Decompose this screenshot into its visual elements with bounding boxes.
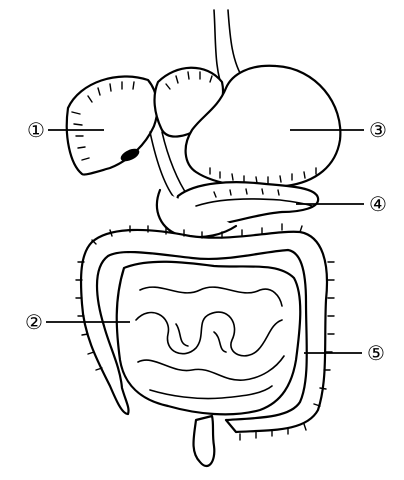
label-1-text: ① (27, 118, 45, 142)
label-3-text: ③ (369, 118, 387, 142)
rectum (194, 416, 215, 466)
label-5-text: ⑤ (367, 341, 385, 365)
label-2: ② (25, 310, 43, 334)
label-2-text: ② (25, 310, 43, 334)
small-intestine (117, 262, 301, 415)
label-5: ⑤ (367, 341, 385, 365)
label-4-text: ④ (369, 192, 387, 216)
label-1: ① (27, 118, 45, 142)
bile-duct (150, 132, 188, 200)
label-3: ③ (369, 118, 387, 142)
label-4: ④ (369, 192, 387, 216)
